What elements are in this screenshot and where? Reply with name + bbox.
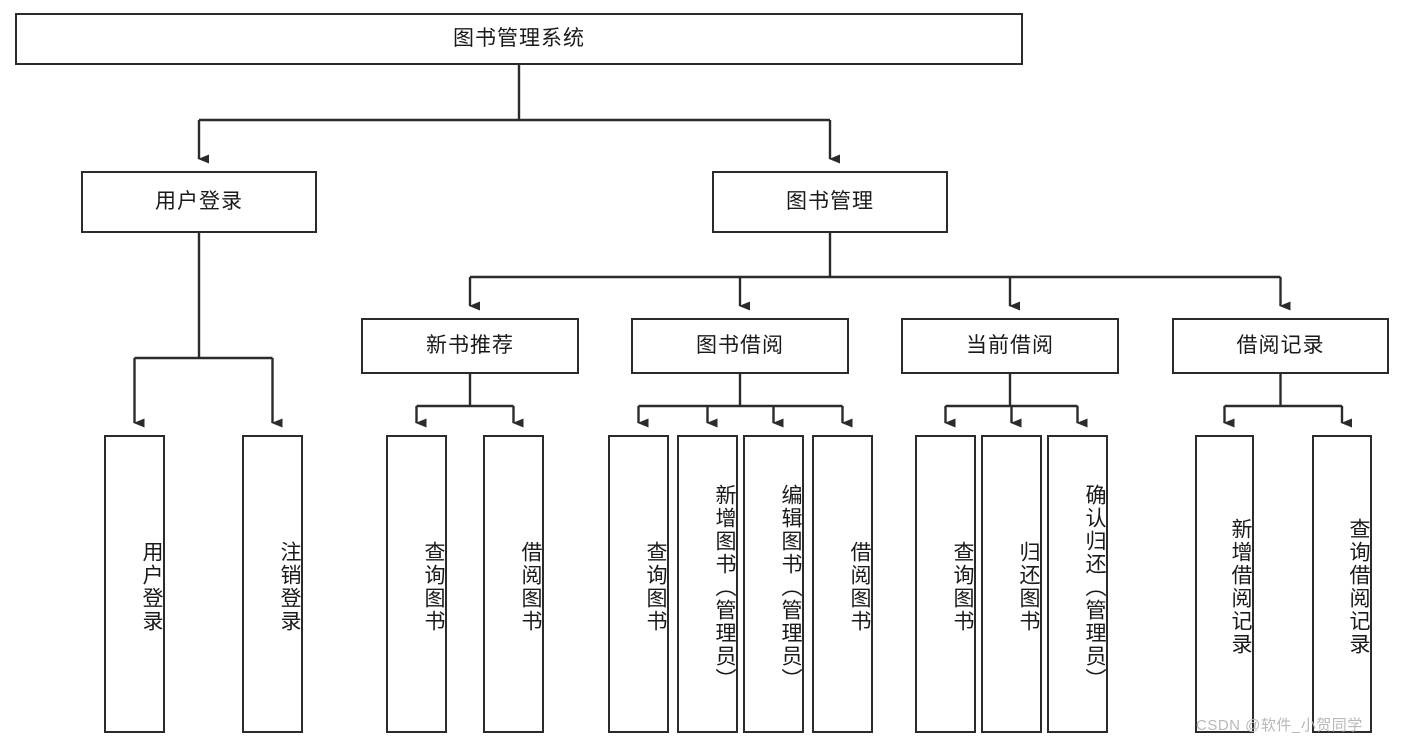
node-book-manage[interactable]: 图书管理 <box>712 171 948 233</box>
node-label: 图书借阅 <box>696 334 784 358</box>
node-label: 归还图书 <box>1017 541 1040 633</box>
node-label: 注销登录 <box>278 541 301 633</box>
node-label: 用户登录 <box>140 541 163 633</box>
node-leaf-borrow-book-1[interactable]: 借阅图书 <box>483 435 544 733</box>
node-label: 借阅图书 <box>848 541 871 633</box>
node-label: 查询图书 <box>422 541 445 633</box>
node-book-borrow[interactable]: 图书借阅 <box>631 318 849 374</box>
node-new-book-recommend[interactable]: 新书推荐 <box>361 318 579 374</box>
node-leaf-borrow-book-2[interactable]: 借阅图书 <box>812 435 873 733</box>
node-label: 确认归还（管理员） <box>1083 483 1106 691</box>
node-label: 查询图书 <box>644 541 667 633</box>
node-leaf-user-login[interactable]: 用户登录 <box>104 435 165 733</box>
node-leaf-query-record[interactable]: 查询借阅记录 <box>1312 435 1372 733</box>
node-label: 用户登录 <box>155 190 243 214</box>
node-label: 借阅记录 <box>1236 334 1325 358</box>
node-borrow-record[interactable]: 借阅记录 <box>1172 318 1389 374</box>
node-leaf-add-book[interactable]: 新增图书（管理员） <box>677 435 738 733</box>
node-leaf-confirm-return[interactable]: 确认归还（管理员） <box>1047 435 1108 733</box>
node-leaf-query-book-1[interactable]: 查询图书 <box>386 435 447 733</box>
watermark-text: CSDN @软件_小贺同学 <box>1196 717 1363 734</box>
node-label: 编辑图书（管理员） <box>779 483 802 691</box>
node-root[interactable]: 图书管理系统 <box>15 13 1023 65</box>
node-leaf-return-book[interactable]: 归还图书 <box>981 435 1042 733</box>
node-label: 查询借阅记录 <box>1347 518 1370 656</box>
node-label: 图书管理系统 <box>453 27 585 51</box>
node-label: 查询图书 <box>951 541 974 633</box>
node-leaf-add-record[interactable]: 新增借阅记录 <box>1195 435 1254 733</box>
node-current-borrow[interactable]: 当前借阅 <box>901 318 1119 374</box>
node-leaf-query-book-3[interactable]: 查询图书 <box>915 435 976 733</box>
node-leaf-query-book-2[interactable]: 查询图书 <box>608 435 669 733</box>
node-label: 图书管理 <box>786 190 874 214</box>
node-leaf-edit-book[interactable]: 编辑图书（管理员） <box>743 435 804 733</box>
node-user-login[interactable]: 用户登录 <box>81 171 317 233</box>
node-label: 借阅图书 <box>519 541 542 633</box>
node-label: 当前借阅 <box>966 334 1054 358</box>
node-label: 新增图书（管理员） <box>713 483 736 691</box>
node-label: 新书推荐 <box>426 334 514 358</box>
node-leaf-logout[interactable]: 注销登录 <box>242 435 303 733</box>
node-label: 新增借阅记录 <box>1229 518 1252 656</box>
